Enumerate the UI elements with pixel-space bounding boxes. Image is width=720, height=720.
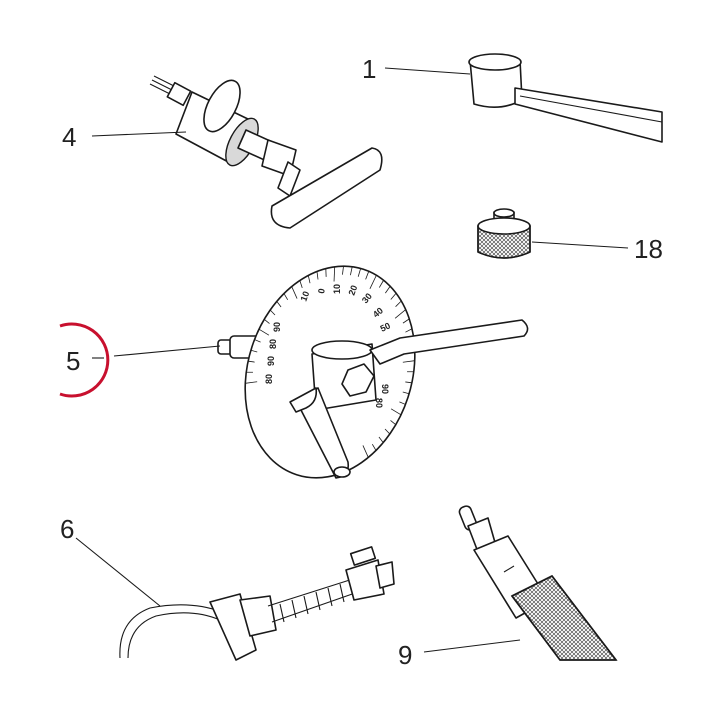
dial-tick bbox=[402, 318, 410, 324]
leader-9 bbox=[423, 639, 521, 653]
dial-tick bbox=[402, 360, 415, 363]
dial-tick bbox=[283, 293, 289, 301]
callout-1: 1 bbox=[362, 54, 376, 84]
callout-6: 6 bbox=[60, 514, 74, 544]
dial-tick bbox=[316, 271, 319, 280]
dial-tick bbox=[371, 443, 377, 451]
dial-tick bbox=[384, 428, 391, 435]
dial-tick bbox=[385, 286, 391, 294]
dial-tick bbox=[245, 381, 258, 384]
dial-label-right-1: 80 bbox=[374, 398, 384, 408]
dial-tick bbox=[405, 328, 413, 333]
dial-tick bbox=[390, 408, 402, 416]
dial-tick bbox=[402, 391, 410, 395]
dial-label-top-6: 50 bbox=[379, 321, 392, 334]
part-4-t-handle-puller bbox=[149, 75, 383, 229]
dial-label-top-5: 40 bbox=[371, 305, 385, 319]
dial-tick bbox=[362, 445, 369, 458]
dial-tick bbox=[291, 286, 298, 299]
dial-label-left-3: 90 bbox=[272, 322, 282, 332]
dial-tick bbox=[307, 275, 311, 284]
dial-tick bbox=[254, 339, 261, 343]
dial-tick bbox=[399, 401, 406, 405]
dial-label-left-2: 80 bbox=[268, 339, 278, 349]
callout-5: 5 bbox=[66, 346, 80, 376]
dial-label-left-1: 90 bbox=[266, 356, 276, 366]
dial-tick bbox=[299, 280, 303, 288]
dial-label-left-0: 80 bbox=[264, 374, 274, 384]
part-9-knurled-tool bbox=[458, 505, 618, 661]
leader-4 bbox=[91, 131, 187, 137]
dial-tick bbox=[269, 309, 276, 316]
dial-label-top-1: 0 bbox=[316, 288, 327, 295]
part-5-degree-dial: 10 0 10 20 30 40 50 80 90 80 90 90 80 bbox=[217, 265, 529, 479]
part-1-socket-bar bbox=[468, 53, 663, 143]
dial-tick bbox=[378, 436, 384, 443]
dial-tick bbox=[394, 309, 406, 319]
dial-tick bbox=[369, 275, 377, 289]
callout-4: 4 bbox=[62, 122, 76, 152]
dial-tick bbox=[350, 266, 353, 276]
dial-tick bbox=[248, 360, 255, 363]
dial-label-top-0: 10 bbox=[298, 290, 311, 303]
dial-tick bbox=[342, 266, 344, 275]
leader-6 bbox=[75, 537, 161, 607]
callout-9: 9 bbox=[398, 640, 412, 670]
leader-5 bbox=[113, 345, 221, 357]
dial-tick bbox=[395, 300, 402, 307]
dial-tick bbox=[390, 420, 397, 425]
dial-label-top-4: 30 bbox=[360, 291, 374, 305]
leader-1 bbox=[384, 67, 471, 75]
leader-18 bbox=[531, 241, 629, 249]
dial-label-right-0: 90 bbox=[380, 384, 390, 394]
dial-tick bbox=[378, 280, 384, 288]
dial-tick bbox=[365, 271, 370, 280]
dial-tick bbox=[276, 301, 282, 308]
dial-tick bbox=[250, 349, 258, 353]
part-6-cable-tool bbox=[119, 546, 395, 661]
dial-tick bbox=[333, 266, 336, 282]
dial-label-top-3: 20 bbox=[346, 284, 359, 297]
dial-tick bbox=[357, 268, 362, 277]
dial-tick bbox=[258, 328, 270, 336]
highlight-circle bbox=[59, 322, 110, 398]
dial-label-top-2: 10 bbox=[332, 284, 342, 294]
dial-tick bbox=[263, 319, 270, 324]
dial-tick bbox=[390, 292, 397, 300]
part-18-knurled-nut bbox=[477, 208, 531, 259]
callout-18: 18 bbox=[634, 234, 663, 264]
dial-tick bbox=[405, 381, 412, 384]
